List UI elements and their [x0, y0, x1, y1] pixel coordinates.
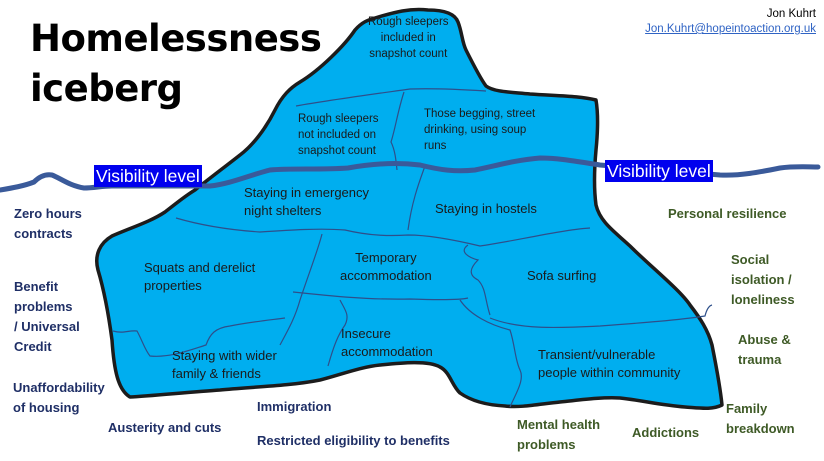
region-begging-street-drinking: Those begging, street drinking, using so…: [424, 106, 535, 154]
factor-personal-resilience: Personal resilience: [668, 204, 787, 224]
region-text-line: accommodation: [340, 268, 432, 283]
factor-text-line: Credit: [14, 339, 52, 354]
factor-text-line: Personal resilience: [668, 206, 787, 221]
factor-text-line: / Universal: [14, 319, 80, 334]
title-line-2: iceberg: [30, 67, 183, 110]
factor-text-line: Mental health: [517, 417, 601, 432]
region-wider-family-friends: Staying with wider family & friends: [172, 347, 277, 383]
factor-text-line: isolation /: [731, 272, 792, 287]
factor-benefit-problems: Benefit problems / Universal Credit: [14, 277, 80, 357]
region-sofa-surfing: Sofa surfing: [527, 267, 596, 285]
factor-immigration: Immigration: [257, 397, 331, 417]
factor-text-line: Unaffordability: [13, 380, 105, 395]
region-text-line: Sofa surfing: [527, 268, 597, 283]
iceberg-shape: [95, 7, 724, 410]
region-text-line: drinking, using soup: [424, 124, 527, 136]
region-text-line: Those begging, street: [424, 108, 536, 120]
visibility-level-label-right: Visibility level: [605, 160, 713, 182]
author-name: Jon Kuhrt: [766, 8, 816, 20]
region-text-line: family & friends: [172, 366, 261, 381]
factor-austerity-and-cuts: Austerity and cuts: [108, 418, 221, 438]
region-squats-derelict: Squats and derelict properties: [144, 259, 255, 295]
factor-text-line: of housing: [13, 400, 80, 415]
factor-text-line: Austerity and cuts: [108, 420, 222, 435]
divider-sofa-transient: [489, 304, 713, 329]
factor-text-line: Immigration: [257, 399, 332, 414]
region-text-line: properties: [144, 278, 202, 293]
region-text-line: accommodation: [341, 344, 433, 359]
region-text-line: included in: [380, 32, 436, 44]
region-text-line: snapshot count: [369, 48, 448, 60]
factor-social-isolation: Social isolation / loneliness: [731, 250, 795, 310]
region-text-line: Transient/vulnerable: [538, 347, 656, 362]
region-insecure-accommodation: Insecure accommodation: [341, 325, 433, 361]
factor-text-line: trauma: [738, 352, 782, 367]
factor-text-line: Addictions: [632, 425, 700, 440]
factor-text-line: loneliness: [731, 292, 795, 307]
divider-insecure-transient: [459, 299, 522, 408]
divider-family-insecure: [327, 299, 348, 367]
region-text-line: Insecure: [341, 326, 391, 341]
region-text-line: night shelters: [244, 203, 322, 218]
region-hostels: Staying in hostels: [435, 200, 537, 218]
factor-unaffordability-of-housing: Unaffordability of housing: [13, 378, 105, 418]
factor-text-line: problems: [517, 437, 576, 452]
factor-text-line: breakdown: [726, 421, 795, 436]
region-temporary-accommodation: Temporary accommodation: [340, 249, 432, 285]
region-text-line: not included on: [298, 129, 377, 141]
region-text-line: people within community: [538, 365, 681, 380]
author-block: Jon Kuhrt Jon.Kuhrt@hopeintoaction.org.u…: [645, 7, 816, 37]
diagram-title: Homelessness iceberg: [30, 14, 322, 114]
region-rough-sleepers-not-included: Rough sleepers not included on snapshot …: [298, 111, 379, 159]
region-text-line: Staying in emergency: [244, 185, 370, 200]
region-text-line: Rough sleepers: [298, 113, 379, 125]
region-text-line: Squats and derelict: [144, 260, 256, 275]
region-text-line: runs: [424, 140, 447, 152]
divider-shelters-hostels: [407, 165, 426, 231]
divider-under-temporary: [292, 291, 469, 301]
factor-abuse-and-trauma: Abuse & trauma: [738, 330, 791, 370]
title-line-1: Homelessness: [30, 17, 322, 60]
region-text-line: Staying with wider: [172, 348, 277, 363]
iceberg-internal-dividers: [112, 88, 713, 408]
divider-squats-family: [112, 317, 286, 357]
factor-text-line: Abuse &: [738, 332, 791, 347]
author-email-link[interactable]: Jon.Kuhrt@hopeintoaction.org.uk: [645, 23, 816, 35]
factor-text-line: Family: [726, 401, 768, 416]
region-text-line: Temporary: [355, 250, 417, 265]
region-rough-sleepers-included: Rough sleepers included in snapshot coun…: [368, 14, 449, 62]
divider-temporary-sofa: [463, 244, 491, 316]
divider-squats-temporary: [279, 233, 323, 346]
region-emergency-night-shelters: Staying in emergency night shelters: [244, 184, 369, 220]
factor-addictions: Addictions: [632, 423, 699, 443]
factor-text-line: problems: [14, 299, 73, 314]
factor-family-breakdown: Family breakdown: [726, 399, 795, 439]
region-text-line: Staying in hostels: [435, 201, 537, 216]
factor-text-line: Zero hours: [14, 206, 82, 221]
region-transient-vulnerable: Transient/vulnerable people within commu…: [538, 346, 680, 382]
factor-text-line: contracts: [14, 226, 73, 241]
divider-top: [295, 88, 487, 107]
factor-mental-health-problems: Mental health problems: [517, 415, 600, 455]
region-text-line: Rough sleepers: [368, 16, 449, 28]
factor-text-line: Social: [731, 252, 770, 267]
divider-under-shelters: [175, 217, 591, 247]
region-text-line: snapshot count: [298, 145, 377, 157]
factor-text-line: Benefit: [14, 279, 59, 294]
factor-text-line: Restricted eligibility to benefits: [257, 433, 450, 448]
factor-zero-hours-contracts: Zero hours contracts: [14, 204, 82, 244]
visibility-level-label-left: Visibility level: [94, 165, 202, 187]
factor-restricted-eligibility: Restricted eligibility to benefits: [257, 431, 450, 451]
